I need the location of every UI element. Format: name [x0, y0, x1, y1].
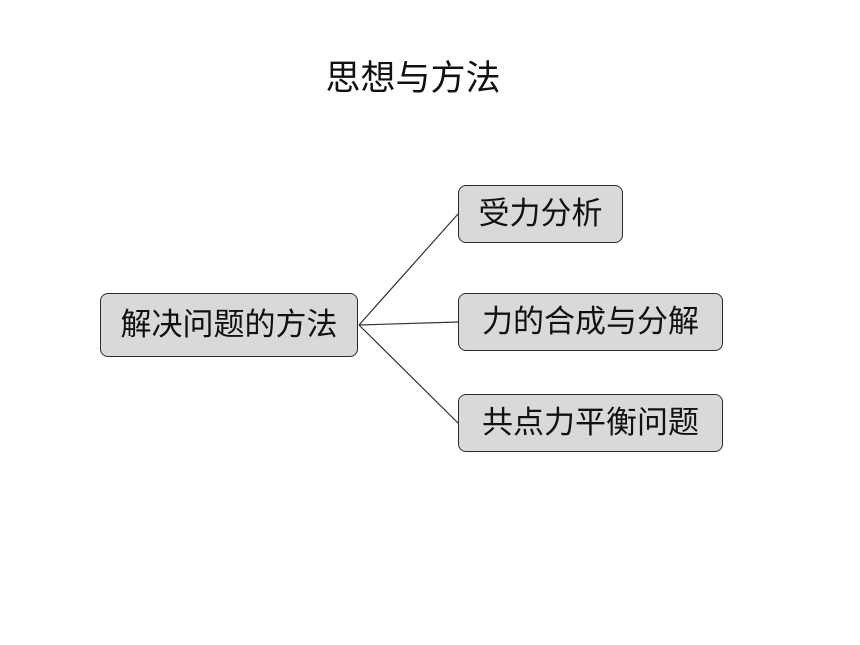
diagram-title: 思想与方法	[325, 59, 501, 99]
child-node-composition-decomposition: 力的合成与分解	[458, 293, 723, 351]
child-node-label: 受力分析	[478, 195, 603, 232]
root-node: 解决问题的方法	[100, 293, 358, 357]
connector-line-3	[358, 324, 459, 424]
connector-line-1	[358, 213, 459, 326]
child-node-force-analysis: 受力分析	[458, 185, 623, 243]
child-node-label: 力的合成与分解	[482, 303, 699, 340]
child-node-label: 共点力平衡问题	[482, 404, 699, 441]
connector-line-2	[358, 321, 459, 326]
child-node-equilibrium-problems: 共点力平衡问题	[458, 394, 723, 452]
root-node-label: 解决问题的方法	[120, 306, 338, 343]
